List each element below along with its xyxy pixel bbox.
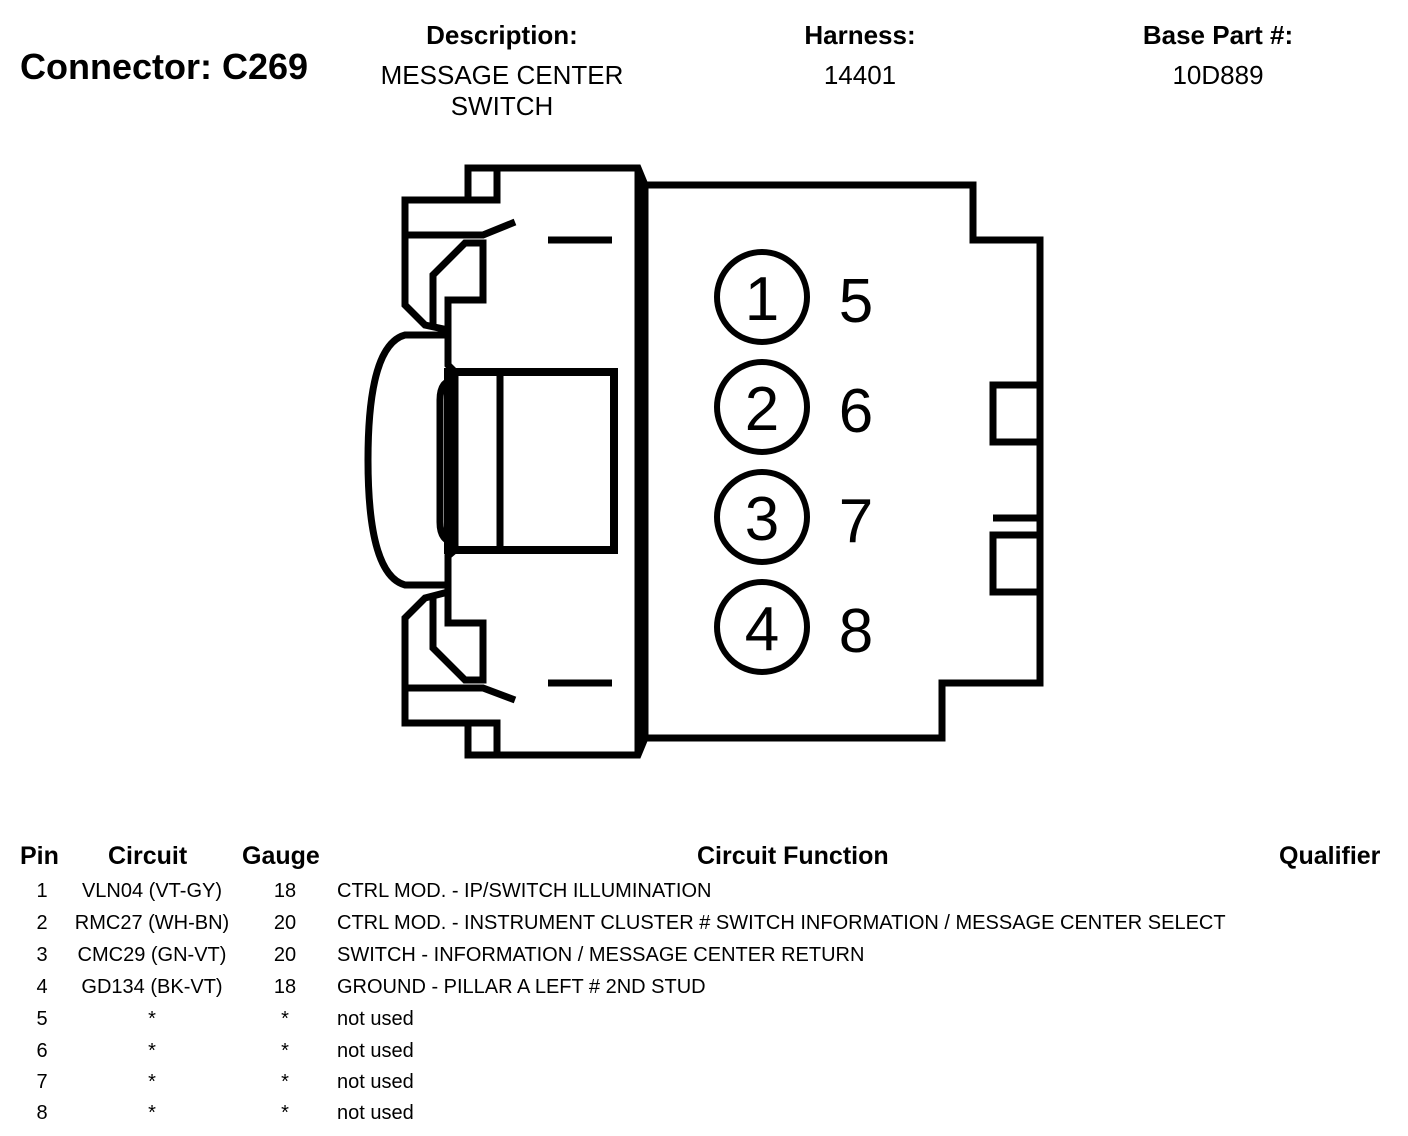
pin-cavity-3 [714,469,810,565]
lock-curve [364,331,448,589]
bottom-latch [405,684,517,704]
connector-title: Connector: C269 [20,46,309,87]
pin-cell: 3 [36,944,48,966]
pin-label-3: 3 [745,485,779,554]
pin-label-8: 8 [839,597,873,666]
pin-label-5: 5 [839,267,873,336]
pin-label-1: 1 [745,265,779,334]
base-part-label: Base Part #: [1142,20,1294,50]
circuit-cell: * [148,1102,156,1124]
circuit-cell: * [148,1071,156,1093]
table-row: 1 VLN04 (VT-GY) 18 CTRL MOD. - IP/SWITCH… [0,880,1408,912]
col-header-qualifier: Qualifier [1279,842,1381,870]
gauge-cell: 20 [273,912,297,934]
function-cell: CTRL MOD. - INSTRUMENT CLUSTER # SWITCH … [337,912,1226,934]
base-part-value: 10D889 [1172,60,1264,90]
table-row: 8 * * not used [0,1102,1408,1134]
function-cell: GROUND - PILLAR A LEFT # 2ND STUD [337,976,706,998]
function-cell: not used [337,1008,414,1030]
bottom-latch-arm [429,592,487,684]
top-latch-arm [429,239,487,330]
pin-label-2: 2 [745,375,779,444]
function-cell: not used [337,1102,414,1124]
circuit-cell: * [148,1008,156,1030]
circuit-cell: RMC27 (WH-BN) [74,912,230,934]
side-notch [989,531,1040,596]
circuit-cell: VLN04 (VT-GY) [81,880,223,902]
description-value: MESSAGE CENTER SWITCH [380,60,624,121]
gauge-cell: 18 [273,880,297,902]
circuit-cell: * [148,1040,156,1062]
gauge-cell: 18 [273,976,297,998]
harness-value: 14401 [823,60,897,90]
gauge-cell: * [281,1008,289,1030]
table-row: 4 GD134 (BK-VT) 18 GROUND - PILLAR A LEF… [0,976,1408,1008]
col-header-gauge: Gauge [242,842,320,870]
pin-cavity-2 [714,359,810,455]
bottom-tab [468,719,501,755]
function-cell: CTRL MOD. - IP/SWITCH ILLUMINATION [337,880,712,902]
gauge-cell: * [281,1102,289,1124]
connector-diagram: 1 2 3 4 5 6 7 8 [364,164,1044,759]
pin-cell: 1 [36,880,48,902]
latch-housing [401,164,649,759]
side-notch [989,381,1040,446]
gauge-cell: * [281,1071,289,1093]
harness-label: Harness: [804,20,916,50]
table-row: 3 CMC29 (GN-VT) 20 SWITCH - INFORMATION … [0,944,1408,976]
pin-cell: 8 [36,1102,48,1124]
circuit-cell: GD134 (BK-VT) [81,976,223,998]
pin-cell: 2 [36,912,48,934]
center-slot [444,368,618,554]
pin-cell: 4 [36,976,48,998]
top-latch [405,218,517,239]
description-label: Description: [426,20,578,50]
table-row: 5 * * not used [0,1008,1408,1040]
top-tab [468,168,501,204]
function-cell: not used [337,1071,414,1093]
pin-cell: 5 [36,1008,48,1030]
pin-label-4: 4 [745,595,779,664]
table-row: 6 * * not used [0,1040,1408,1072]
connector-body [641,181,1044,742]
pin-cell: 7 [36,1071,48,1093]
pin-label-6: 6 [839,377,873,446]
pin-cell: 6 [36,1040,48,1062]
col-header-pin: Pin [20,842,59,870]
gauge-cell: 20 [273,944,297,966]
table-row: 7 * * not used [0,1071,1408,1103]
pin-label-7: 7 [839,487,873,556]
circuit-cell: CMC29 (GN-VT) [77,944,227,966]
table-row: 2 RMC27 (WH-BN) 20 CTRL MOD. - INSTRUMEN… [0,912,1408,944]
col-header-circuit: Circuit [108,842,188,870]
pin-cavity-1 [714,249,810,345]
gauge-cell: * [281,1040,289,1062]
pin-cavity-4 [714,579,810,675]
function-cell: not used [337,1040,414,1062]
function-cell: SWITCH - INFORMATION / MESSAGE CENTER RE… [337,944,865,966]
col-header-function: Circuit Function [697,842,889,870]
center-slot-inner [436,376,456,546]
